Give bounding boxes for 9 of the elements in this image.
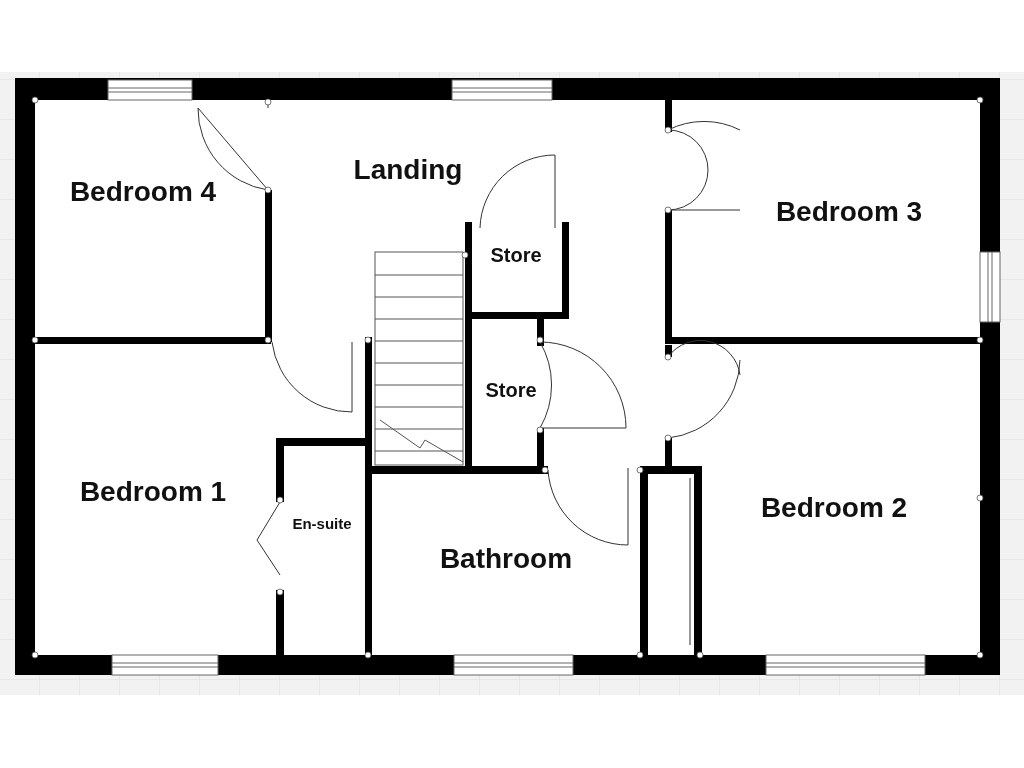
room-label: En-suite <box>292 514 352 532</box>
room-label: Bedroom 3 <box>775 196 923 228</box>
room-label: Bedroom 4 <box>69 176 217 208</box>
room-label: Store <box>485 378 537 402</box>
room-label: Bedroom 1 <box>79 476 227 508</box>
room-label: Store <box>490 243 542 267</box>
room-label: Landing <box>353 154 463 186</box>
room-label: Bathroom <box>439 543 573 575</box>
room-label: Bedroom 2 <box>760 492 908 524</box>
